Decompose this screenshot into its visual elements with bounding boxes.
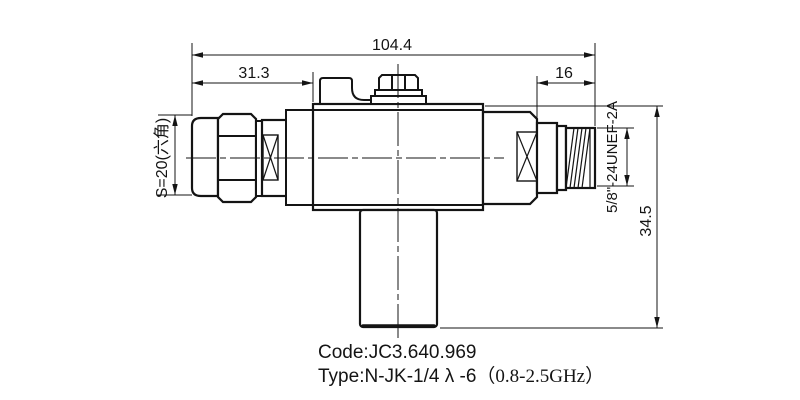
dim-left-section: 31.3 xyxy=(192,65,313,86)
type-label: Type:N-JK-1/4 λ -6（0.8-2.5GHz） xyxy=(318,365,604,387)
thread-hatch-line xyxy=(577,127,587,189)
gasket-left xyxy=(262,134,279,181)
dim-thread-length-label: 16 xyxy=(555,65,573,82)
dim-thread-spec: 5/8"-24UNEF-2A xyxy=(604,101,630,213)
right-connector xyxy=(481,110,597,206)
dim-overall-height-label: 34.5 xyxy=(638,205,655,236)
dim-thread-length: 16 xyxy=(537,65,595,86)
dim-overall-height: 34.5 xyxy=(638,106,660,328)
step-ring xyxy=(555,124,568,192)
code-label: Code:JC3.640.969 xyxy=(318,342,476,363)
thread-hatch-line xyxy=(573,127,583,189)
centerlines xyxy=(186,64,504,341)
title-notes: Code:JC3.640.969 Type:N-JK-1/4 λ -6（0.8-… xyxy=(318,342,604,387)
dim-overall-width: 104.4 xyxy=(192,37,595,58)
right-cylinder xyxy=(535,121,559,195)
grounding-tab xyxy=(319,77,372,104)
dim-overall-width-label: 104.4 xyxy=(372,37,412,54)
dim-hex-flats-label: S=20(六角) xyxy=(153,118,171,198)
type-label-model: Type:N-JK-1/4 λ -6 xyxy=(318,366,476,387)
gasket-right xyxy=(516,131,538,182)
dimension-layer: 104.4 31.3 16 S=20(六角) 5/8"- xyxy=(153,37,663,329)
left-end-cap xyxy=(190,116,220,198)
thread-hatch-line xyxy=(581,127,591,189)
thread-hatch-line xyxy=(569,127,579,189)
dim-thread-spec-label: 5/8"-24UNEF-2A xyxy=(604,101,621,213)
threaded-section xyxy=(564,126,597,190)
type-label-frequency: （0.8-2.5GHz） xyxy=(476,365,604,387)
thread-hatch-line xyxy=(565,127,575,189)
dim-hex-flats: S=20(六角) xyxy=(153,115,178,198)
dim-left-section-label: 31.3 xyxy=(238,65,269,82)
